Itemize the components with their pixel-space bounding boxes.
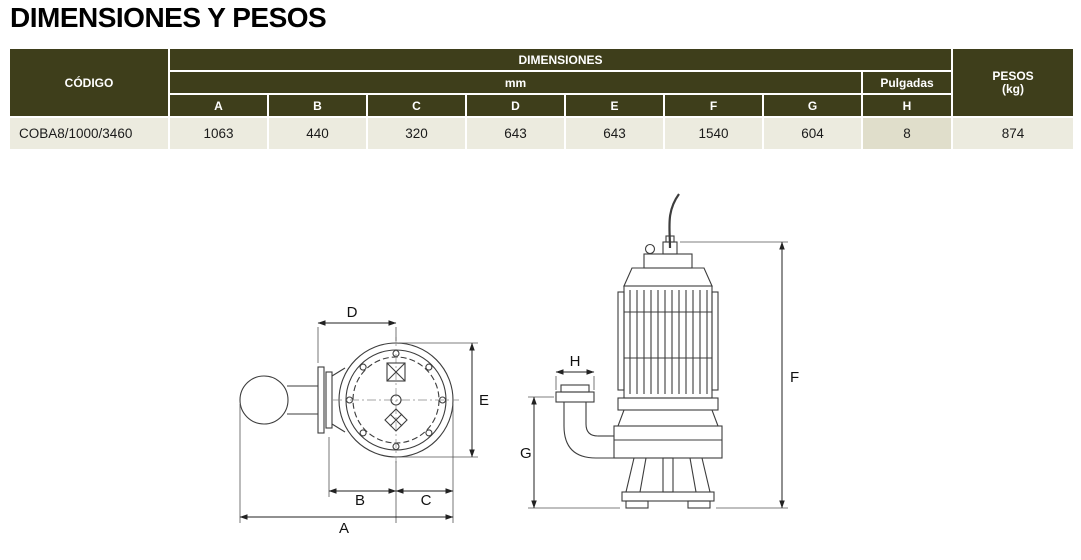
cell-b: 440 [267, 116, 368, 151]
header-pesos-line1: PESOS [992, 68, 1034, 83]
header-pesos-line2: (kg) [1002, 81, 1025, 96]
header-row-1: CÓDIGO DIMENSIONES PESOS (kg) [8, 47, 1076, 118]
dim-label-d: D [347, 304, 358, 321]
motor-body [617, 253, 719, 399]
col-header-e: E [564, 93, 665, 118]
cell-d: 643 [465, 116, 566, 151]
dim-label-f: F [790, 369, 799, 386]
dimension-lines-side-view: H F G [520, 241, 799, 509]
discharge-elbow [555, 384, 614, 459]
col-header-d: D [465, 93, 566, 118]
dim-label-b: B [355, 492, 365, 509]
cell-a: 1063 [168, 116, 269, 151]
top-view-drawing: D E B C A [239, 304, 489, 537]
header-mm: mm [168, 70, 863, 95]
dimensions-table: CÓDIGO DIMENSIONES PESOS (kg) mm Pulgada… [8, 47, 1076, 151]
col-header-a: A [168, 93, 269, 118]
col-header-g: G [762, 93, 863, 118]
cell-pesos: 874 [951, 116, 1076, 151]
cell-e: 643 [564, 116, 665, 151]
volute-casing [613, 397, 723, 459]
cell-codigo: COBA8/1000/3460 [8, 116, 170, 151]
table-row: COBA8/1000/3460 1063 440 320 643 643 154… [8, 116, 1076, 151]
suction-pipe-top-view [239, 366, 346, 434]
side-view-drawing: H F G [520, 193, 799, 509]
base-stand [621, 457, 715, 509]
header-codigo: CÓDIGO [8, 47, 170, 118]
cell-g: 604 [762, 116, 863, 151]
header-pesos: PESOS (kg) [951, 47, 1076, 118]
col-header-b: B [267, 93, 368, 118]
dim-label-a: A [339, 520, 349, 537]
cell-f: 1540 [663, 116, 764, 151]
col-header-f: F [663, 93, 764, 118]
cell-h: 8 [860, 116, 954, 151]
power-cable [662, 193, 680, 255]
cell-c: 320 [366, 116, 467, 151]
dim-label-h: H [570, 353, 581, 370]
col-header-c: C [366, 93, 467, 118]
dim-label-e: E [479, 392, 489, 409]
dim-label-g: G [520, 445, 532, 462]
header-row-3: A B C D E F G H [9, 93, 1074, 118]
header-dimensiones: DIMENSIONES [167, 47, 954, 72]
dimension-lines-top-view: D E B C A [239, 304, 489, 537]
header-row-2: mm Pulgadas [9, 70, 1074, 95]
header-pulgadas: Pulgadas [860, 70, 954, 95]
lifting-eye [644, 243, 656, 255]
pump-casing-top-view [333, 337, 459, 463]
col-header-h: H [860, 93, 954, 118]
dim-label-c: C [421, 492, 432, 509]
page-title: DIMENSIONES Y PESOS [10, 2, 327, 33]
